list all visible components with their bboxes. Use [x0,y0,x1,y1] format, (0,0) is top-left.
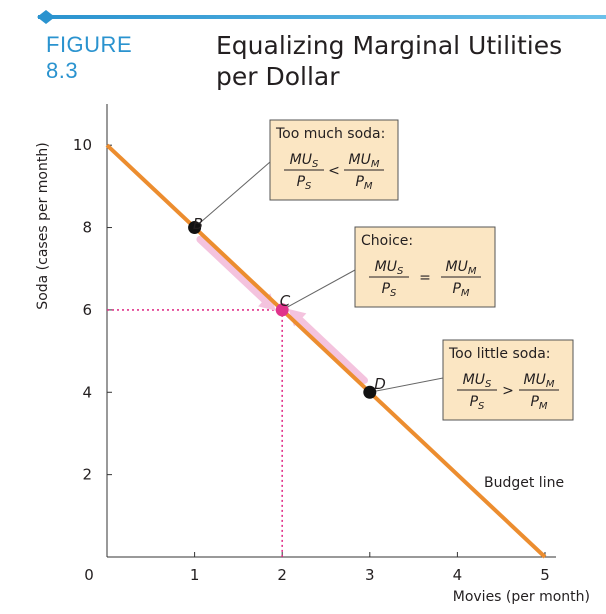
right-numerator: MUM [524,372,555,390]
right-denominator: PM [355,174,372,192]
figure-label: FIGURE 8.3 [46,32,133,83]
annotation-heading: Choice: [361,233,413,249]
arrow-d-to-c-shaft [292,312,368,384]
series-layer [105,143,547,559]
x-tick-label: 3 [365,566,375,584]
left-numerator: MUS [463,372,492,390]
header-rule-bar [38,15,606,19]
connector-b [194,161,271,228]
point-b [188,221,202,235]
x-tick-label: 0 [84,566,94,584]
guide-lines [107,309,284,557]
figure-title-line2: per Dollar [216,62,340,91]
left-denominator: PS [382,281,397,299]
right-numerator: MUM [446,259,477,277]
figure-title-line1: Equalizing Marginal Utilities [216,31,563,60]
right-denominator: PM [530,394,547,412]
x-tick-label: 2 [277,566,287,584]
x-axis-label: Movies (per month) [453,589,590,605]
points-layer: B C D [188,215,386,399]
comparison-operator: > [502,383,514,399]
axes [106,104,556,558]
budget-line [105,143,547,559]
point-d [363,385,377,399]
annotation-heading: Too much soda: [275,126,385,142]
figure-title: Equalizing Marginal Utilities per Dollar [216,30,606,92]
y-axis-label: Soda (cases per month) [35,142,51,309]
left-numerator: MUS [290,152,319,170]
point-label-d: D [374,375,386,393]
budget-line-label: Budget line [484,475,564,491]
y-tick-label: 2 [82,466,92,484]
annotation-heading: Too little soda: [448,346,551,362]
left-numerator: MUS [375,259,404,277]
header-rule-diamond [37,10,55,24]
point-label-b: B [193,215,203,233]
annotation-box-frame [354,226,496,308]
point-c [275,303,289,317]
annotation-box-b: Too much soda: MUS PS < MUM PM [269,119,399,201]
left-denominator: PS [470,394,485,412]
left-denominator: PS [297,174,312,192]
y-tick-label: 10 [73,136,92,154]
annotation-box-frame [442,339,574,421]
comparison-operator: < [328,163,340,179]
annotation-box-frame [269,119,399,201]
header-rule [37,10,606,24]
right-numerator: MUM [349,152,380,170]
connector-d [369,377,444,393]
x-tick-label: 5 [540,566,550,584]
y-tick-label: 4 [82,383,92,401]
annotation-box-d: Too little soda: MUS PS > MUM PM [442,339,574,421]
connector-c [281,269,356,311]
y-tick-label: 6 [82,301,92,319]
callout-connectors [194,161,444,393]
point-label-c: C [280,292,291,310]
right-denominator: PM [452,281,469,299]
annotation-boxes: Too much soda: MUS PS < MUM PM Choice: MUS PS = MU… [269,119,574,421]
y-tick-label: 8 [82,219,92,237]
arrow-b-to-c-shaft [196,235,273,308]
annotation-box-c: Choice: MUS PS = MUM PM [354,226,496,308]
x-tick-label: 1 [190,566,200,584]
x-tick-label: 4 [453,566,463,584]
comparison-operator: = [419,270,431,286]
